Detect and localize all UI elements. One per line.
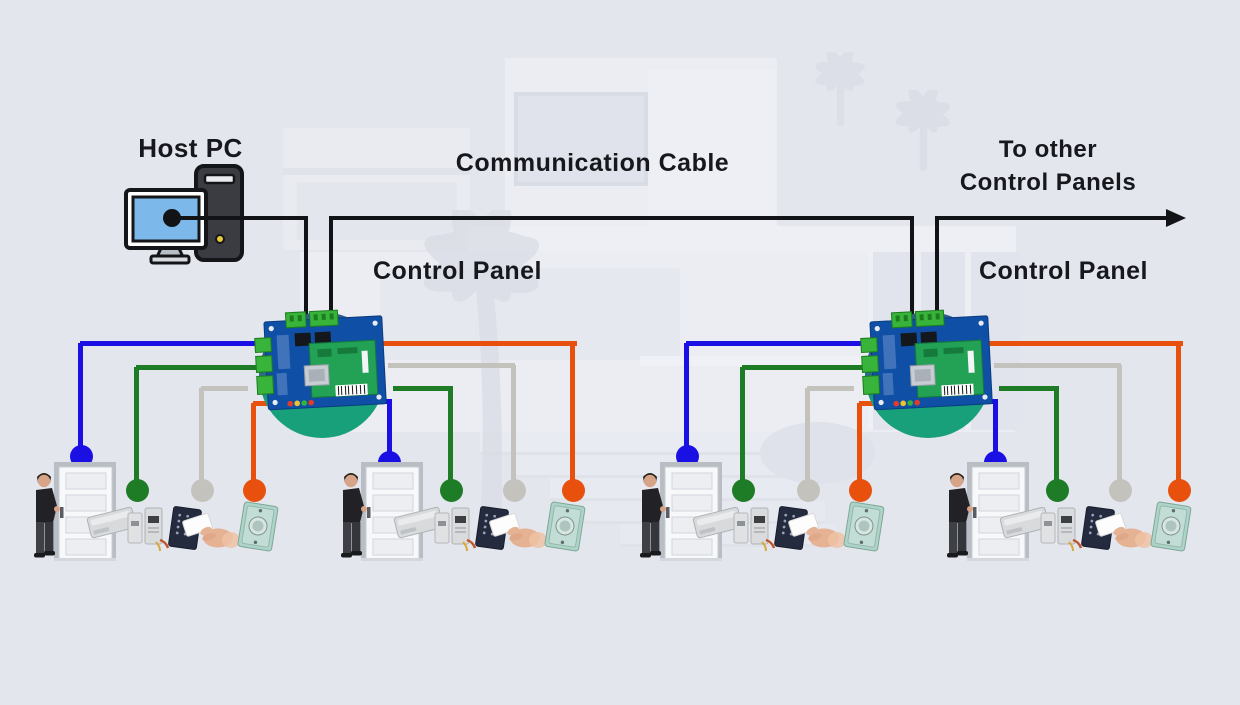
control-panel-1-label: Control Panel — [372, 257, 542, 285]
arrow-right-icon — [1166, 209, 1186, 227]
bg-left-windows — [297, 182, 457, 240]
wire-psu-vertical — [740, 367, 745, 481]
wire-endpoint-reader — [1109, 479, 1132, 502]
bg-deck-rail — [640, 356, 970, 366]
cable-segment-panel1-to-panel2 — [329, 216, 914, 220]
wire-endpoint-psu — [126, 479, 149, 502]
door-icon — [660, 462, 722, 561]
wire-psu-vertical — [448, 388, 453, 481]
wire-endpoint-reader — [797, 479, 820, 502]
person-icon — [34, 473, 60, 558]
wire-reader-vertical — [511, 365, 516, 481]
power-supply-icon — [692, 506, 776, 552]
person-icon — [341, 473, 367, 558]
control-panel-2-board-icon — [860, 309, 993, 411]
wire-button-vertical — [857, 403, 862, 481]
wire-endpoint-button — [243, 479, 266, 502]
bg-left-wing-band — [283, 168, 470, 175]
hand-icon — [806, 526, 846, 548]
wire-button-vertical — [1176, 343, 1181, 481]
door-icon — [361, 462, 423, 561]
cable-segment-panel2-to-arrow — [935, 216, 1168, 220]
card-reader-icon — [168, 506, 240, 550]
hand-icon — [507, 526, 547, 548]
wire-button-vertical — [251, 403, 256, 481]
door-device-group — [606, 450, 906, 600]
exit-button-icon — [237, 501, 279, 552]
card-reader-icon — [475, 506, 547, 550]
wire-door-vertical — [387, 401, 392, 452]
cable-segment-hostpc-to-panel1 — [170, 216, 308, 220]
card-reader-icon — [774, 506, 846, 550]
device-group-icons — [34, 462, 279, 561]
wire-door-vertical — [684, 343, 689, 447]
wire-reader-horizontal — [807, 386, 854, 391]
bg-upper-right-face — [648, 70, 776, 228]
device-group-icons — [947, 462, 1192, 561]
power-supply-icon — [999, 506, 1083, 552]
bg-palm-tree-1 — [815, 52, 865, 126]
bg-palm-tree-2 — [895, 90, 951, 171]
wire-psu-horizontal — [999, 386, 1059, 391]
wire-reader-horizontal — [994, 363, 1121, 368]
control-panel-1-board-icon — [254, 309, 387, 411]
wire-endpoint-button — [1168, 479, 1191, 502]
power-supply-icon — [86, 506, 170, 552]
hand-icon — [200, 526, 240, 548]
wire-psu-horizontal — [393, 386, 453, 391]
wire-endpoint-psu — [1046, 479, 1069, 502]
wire-door-horizontal — [686, 341, 870, 346]
wire-endpoint-psu — [440, 479, 463, 502]
wire-reader-vertical — [1117, 365, 1122, 481]
host-pc-icon — [124, 164, 244, 265]
hand-icon — [1113, 526, 1153, 548]
wire-endpoint-reader — [503, 479, 526, 502]
communication-cable-label: Communication Cable — [455, 149, 730, 177]
wire-reader-horizontal — [388, 363, 515, 368]
door-icon — [967, 462, 1029, 561]
wire-button-horizontal — [989, 341, 1183, 346]
wire-reader-horizontal — [201, 386, 248, 391]
wire-endpoint-psu — [732, 479, 755, 502]
control-panel-2-label: Control Panel — [978, 257, 1148, 285]
to-other-control-panels-label: To other Control Panels — [942, 133, 1154, 199]
wire-psu-horizontal — [742, 365, 866, 370]
panel2-drop-line-in — [910, 218, 914, 320]
power-supply-icon — [393, 506, 477, 552]
door-device-group — [307, 450, 607, 600]
bg-bush — [760, 422, 875, 484]
wire-button-vertical — [570, 343, 575, 481]
person-icon — [640, 473, 666, 558]
panel2-drop-line-out — [935, 218, 939, 320]
wire-door-horizontal — [80, 341, 264, 346]
wire-psu-vertical — [134, 367, 139, 481]
panel1-drop-line-in — [304, 218, 308, 320]
person-icon — [947, 473, 973, 558]
wire-psu-horizontal — [136, 365, 260, 370]
exit-button-icon — [544, 501, 586, 552]
device-group-icons — [640, 462, 885, 561]
wire-reader-vertical — [199, 388, 204, 481]
wire-reader-vertical — [805, 388, 810, 481]
host-pc-label: Host PC — [138, 133, 243, 163]
door-device-group — [0, 450, 300, 600]
wire-door-vertical — [78, 343, 83, 447]
wire-endpoint-button — [849, 479, 872, 502]
device-group-icons — [341, 462, 586, 561]
door-device-group — [913, 450, 1213, 600]
to-other-line2: Control Panels — [959, 169, 1137, 196]
wire-button-horizontal — [383, 341, 577, 346]
exit-button-icon — [843, 501, 885, 552]
to-other-line1: To other — [998, 136, 1098, 163]
card-reader-icon — [1081, 506, 1153, 550]
bg-upper-window — [514, 92, 648, 186]
door-icon — [54, 462, 116, 561]
wire-psu-vertical — [1054, 388, 1059, 481]
panel1-drop-line-out — [329, 218, 333, 320]
wire-door-vertical — [993, 401, 998, 452]
exit-button-icon — [1150, 501, 1192, 552]
bg-stair-1 — [480, 432, 790, 455]
wire-endpoint-button — [562, 479, 585, 502]
wire-endpoint-reader — [191, 479, 214, 502]
